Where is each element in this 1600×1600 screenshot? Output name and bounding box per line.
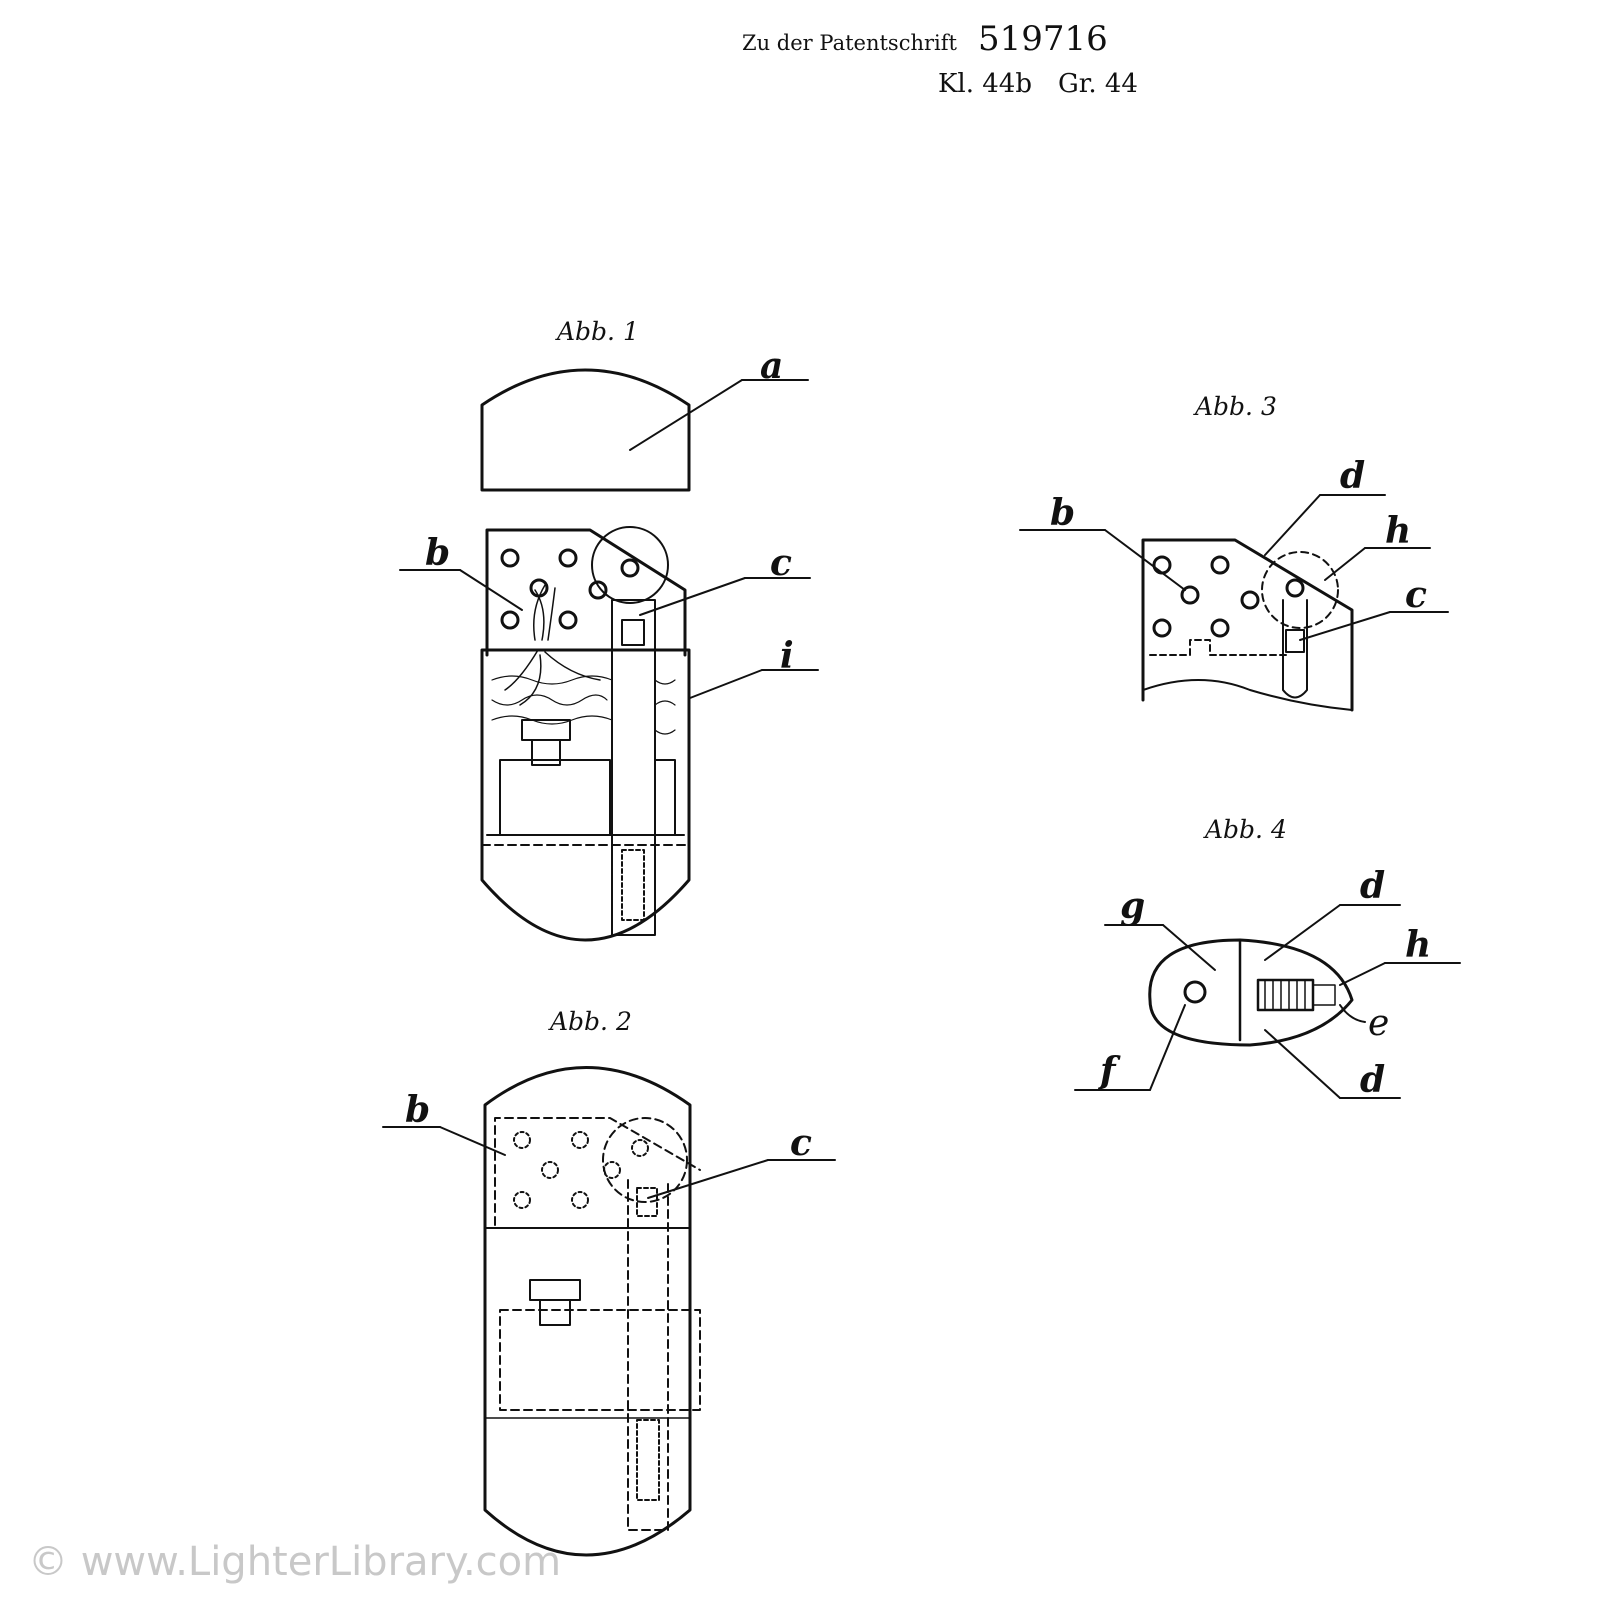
header-text: Zu der Patentschrift 519716 Kl. 44b Gr. … [742, 19, 1138, 99]
patent-number: 519716 [978, 19, 1108, 59]
fig4-leader-f [1149, 1004, 1186, 1091]
fig1-label-b: b [425, 532, 450, 574]
fig1-hole [620, 558, 640, 578]
fig2-caption: Abb. 2 [548, 1007, 632, 1036]
fig2-hole [541, 1161, 559, 1179]
fig3-leader-b [1104, 529, 1186, 591]
fig1-body [480, 648, 691, 942]
fig4-leader-e [1339, 1004, 1366, 1023]
fig4-label-g: g [1120, 885, 1145, 927]
fig3-hole [1285, 578, 1305, 598]
fig1-label-a: a [760, 345, 783, 387]
watermark: © www.LighterLibrary.com [28, 1539, 561, 1585]
fig4-hole [1183, 980, 1207, 1004]
fig3-notch [1149, 639, 1291, 656]
fig2-screw [529, 1279, 581, 1326]
fig1-chamber [499, 759, 676, 836]
fig2-label-c: c [790, 1122, 812, 1164]
fig1-cap-a [480, 368, 691, 492]
fig3-hole [1210, 555, 1230, 575]
fig1-hole [558, 610, 578, 630]
fig4-label-e: e [1368, 1003, 1389, 1044]
patent-class: Kl. 44b [938, 69, 1032, 99]
fig4-screw-thread [1264, 979, 1336, 1011]
figure-3 [1019, 494, 1449, 712]
fig1-hole [558, 548, 578, 568]
fig1-hole [500, 610, 520, 630]
fig3-hole [1152, 555, 1172, 575]
fig2-hole [513, 1131, 531, 1149]
fig1-leader-a [629, 379, 743, 451]
fig2-hole [603, 1161, 621, 1179]
fig1-leader-i [689, 669, 763, 699]
fig3-hole [1240, 590, 1260, 610]
fig3-caption: Abb. 3 [1193, 392, 1277, 421]
fig2-spring [636, 1419, 660, 1501]
fig3-label-d: d [1340, 455, 1365, 497]
fig2-label-b: b [405, 1089, 430, 1131]
fig4-screw [1256, 978, 1315, 1012]
fig2-hole [571, 1131, 589, 1149]
fig4-label-f: f [1097, 1050, 1121, 1092]
fig2-leader-b [439, 1126, 506, 1156]
fig2-flint [636, 1187, 658, 1217]
fig4-label-h: h [1405, 924, 1431, 966]
fig3-hole [1210, 618, 1230, 638]
fig3-label-h: h [1385, 510, 1411, 552]
fig2-chamber [499, 1309, 701, 1411]
fig4-label-d-bottom: d [1360, 1059, 1385, 1101]
fig1-hole [588, 580, 608, 600]
fig4-caption: Abb. 4 [1203, 815, 1287, 844]
fig3-plate [1141, 538, 1354, 712]
fig2-wheel [602, 1117, 688, 1203]
fig4-leader-h [1339, 962, 1386, 986]
fig2-body [483, 1066, 692, 1557]
fig3-flint-tube [1282, 599, 1308, 699]
fig3-leader-c [1299, 611, 1391, 641]
fig3-leader-h [1324, 547, 1366, 581]
fig3-wheel [1261, 551, 1339, 629]
fig3-leader-d [1264, 494, 1321, 556]
fig1-leader-c [639, 577, 746, 616]
fig1-leader-b [459, 569, 523, 611]
fig4-label-d-top: d [1360, 865, 1385, 907]
fig2-leader-c [647, 1159, 769, 1199]
fig1-caption: Abb. 1 [555, 317, 639, 346]
fig3-flint [1285, 629, 1305, 653]
fig1-wheel [591, 526, 669, 604]
fig2-insert-plate [494, 1117, 701, 1226]
fig1-hole [529, 578, 549, 598]
fig1-flint-tube [611, 599, 656, 936]
fig3-hole [1180, 585, 1200, 605]
fig1-insert-plate [485, 528, 687, 657]
fig4-leader-g [1162, 924, 1216, 971]
fig1-flint [621, 619, 645, 646]
fig4-leader-d-top [1264, 904, 1341, 961]
figure-2 [382, 1066, 836, 1557]
fig1-cotton [491, 675, 676, 735]
fig2-hole [513, 1191, 531, 1209]
fig1-flint-screw [521, 719, 571, 766]
fig1-label-i: i [780, 635, 794, 677]
figure-1 [399, 368, 819, 942]
fig2-flint-tube [627, 1179, 669, 1531]
fig1-label-c: c [770, 542, 792, 584]
fig1-wick [504, 584, 601, 706]
fig2-hole [631, 1139, 649, 1157]
fig4-leader-d-bottom [1264, 1029, 1341, 1099]
fig3-label-c: c [1405, 574, 1427, 616]
fig4-outline [1148, 938, 1354, 1047]
fig3-label-b: b [1050, 492, 1075, 534]
patent-group: Gr. 44 [1058, 69, 1138, 99]
fig3-bottom-edge [1142, 679, 1353, 711]
fig2-hole [571, 1191, 589, 1209]
fig3-hole [1152, 618, 1172, 638]
figure-4 [1074, 904, 1461, 1099]
fig1-spring [621, 849, 645, 921]
fig1-hole [500, 548, 520, 568]
patent-prefix: Zu der Patentschrift [742, 31, 958, 55]
